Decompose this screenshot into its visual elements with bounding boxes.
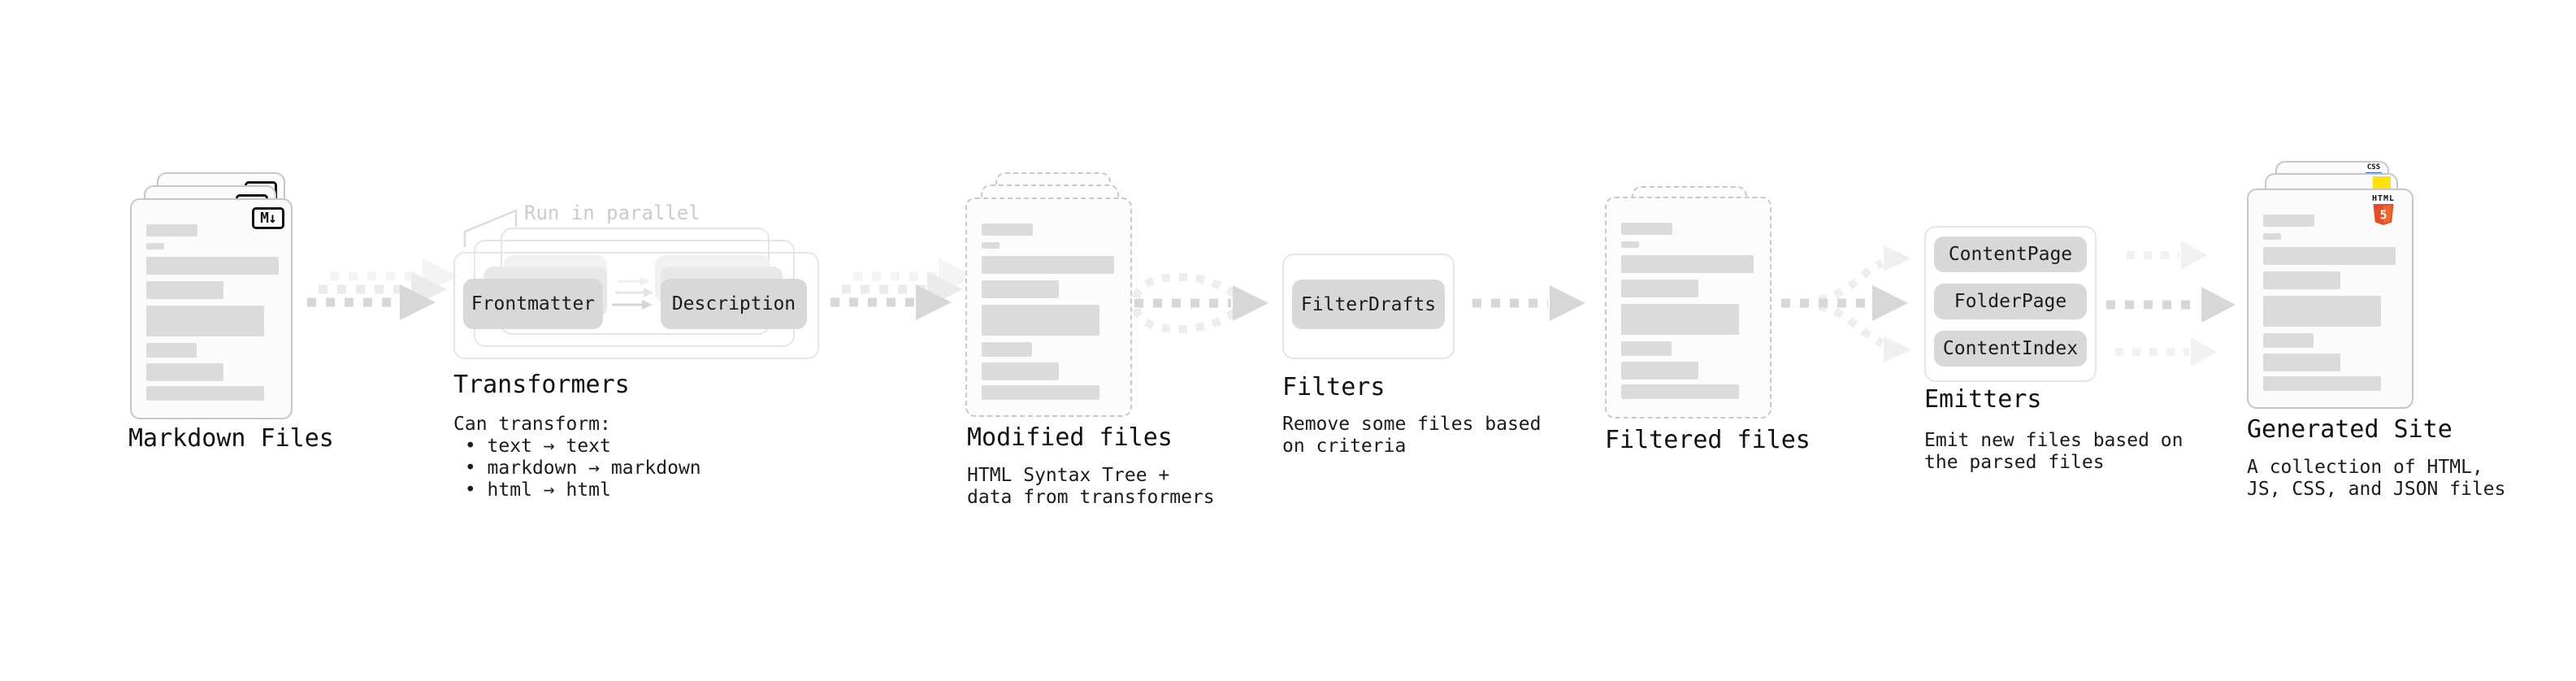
placeholder-bar bbox=[2263, 247, 2396, 265]
transformer-pill-frontmatter: Frontmatter bbox=[463, 279, 603, 329]
placeholder-bar bbox=[982, 362, 1059, 380]
stage-title-filters: Filters bbox=[1282, 373, 1386, 401]
emitters-box bbox=[1924, 226, 2097, 382]
arrow-filtered-to-emitters bbox=[1781, 245, 1911, 362]
placeholder-bar bbox=[2263, 376, 2381, 391]
emitter-pill-contentpage: ContentPage bbox=[1934, 236, 2087, 272]
filter-pill-filterdrafts: FilterDrafts bbox=[1292, 280, 1445, 329]
placeholder-bar bbox=[146, 306, 264, 336]
placeholder-bar bbox=[1621, 255, 1754, 273]
placeholder-bar bbox=[2263, 296, 2381, 327]
placeholder-bar bbox=[146, 281, 223, 299]
placeholder-bar bbox=[982, 242, 1000, 249]
parallel-arrows bbox=[612, 276, 653, 310]
arrow-markdown-to-transformers bbox=[307, 258, 458, 320]
placeholder-bar bbox=[2263, 333, 2314, 348]
placeholder-bar bbox=[982, 385, 1099, 400]
markdown-icon: M↓ bbox=[252, 207, 284, 229]
javascript-icon bbox=[2373, 176, 2391, 191]
placeholder-bar bbox=[982, 305, 1099, 336]
placeholder-bar bbox=[982, 342, 1032, 357]
markdown-file-card-front: M↓ bbox=[130, 198, 293, 419]
arrow-emitters-to-generated bbox=[2106, 241, 2236, 367]
placeholder-bar bbox=[982, 256, 1114, 274]
html5-shield: 5 bbox=[2373, 204, 2394, 225]
run-in-parallel-leader-line bbox=[463, 209, 518, 247]
stage-title-markdown-files: Markdown Files bbox=[128, 424, 334, 453]
placeholder-bar bbox=[1621, 304, 1739, 335]
css-icon-label: CSS bbox=[2366, 163, 2381, 171]
arrow-transformers-to-modified bbox=[830, 258, 974, 320]
stage-desc-emitters: Emit new files based on the parsed files bbox=[1924, 430, 2184, 473]
placeholder-bar bbox=[2263, 215, 2314, 227]
placeholder-bar bbox=[146, 257, 279, 275]
placeholder-bar bbox=[1621, 223, 1672, 235]
placeholder-bar bbox=[1621, 362, 1698, 380]
placeholder-bar bbox=[982, 223, 1033, 236]
modified-file-card-front bbox=[965, 197, 1132, 417]
placeholder-bar bbox=[146, 363, 223, 381]
placeholder-bar bbox=[146, 386, 264, 401]
stage-desc-generated-site: A collection of HTML, JS, CSS, and JSON … bbox=[2247, 457, 2506, 500]
filters-box bbox=[1282, 254, 1455, 359]
html5-icon-number: 5 bbox=[2379, 208, 2387, 223]
placeholder-bar bbox=[2263, 354, 2340, 371]
generated-file-card-html: HTML 5 bbox=[2247, 189, 2413, 409]
stage-desc-filters: Remove some files based on criteria bbox=[1282, 414, 1542, 457]
arrow-filters-to-filtered bbox=[1472, 285, 1585, 321]
filtered-file-card-front bbox=[1605, 197, 1772, 419]
placeholder-bar bbox=[1621, 241, 1639, 248]
html5-icon: HTML 5 bbox=[2365, 194, 2402, 226]
placeholder-bar bbox=[1621, 384, 1739, 399]
placeholder-bar bbox=[1621, 341, 1672, 356]
stage-title-emitters: Emitters bbox=[1924, 385, 2042, 414]
placeholder-bar bbox=[146, 224, 197, 236]
transformer-pill-description: Description bbox=[661, 279, 807, 329]
arrow-modified-to-filters bbox=[1132, 272, 1268, 334]
placeholder-bar bbox=[2263, 233, 2281, 240]
stage-title-filtered-files: Filtered files bbox=[1605, 426, 1811, 454]
stage-title-transformers: Transformers bbox=[453, 371, 630, 399]
emitter-pill-folderpage: FolderPage bbox=[1934, 284, 2087, 319]
stage-desc-modified-files: HTML Syntax Tree + data from transformer… bbox=[967, 465, 1215, 508]
run-in-parallel-annotation: Run in parallel bbox=[524, 202, 700, 224]
placeholder-bar bbox=[982, 280, 1059, 298]
placeholder-bar bbox=[146, 243, 164, 249]
placeholder-bar bbox=[1621, 280, 1698, 297]
placeholder-bar bbox=[2263, 271, 2340, 289]
placeholder-bar bbox=[146, 343, 197, 358]
html5-icon-word: HTML bbox=[2371, 194, 2396, 203]
stage-desc-transformers: Can transform: • text → text • markdown … bbox=[453, 414, 701, 501]
emitter-pill-contentindex: ContentIndex bbox=[1934, 331, 2087, 367]
transformer-box-front bbox=[453, 252, 819, 359]
stage-title-generated-site: Generated Site bbox=[2247, 415, 2452, 444]
stage-title-modified-files: Modified files bbox=[967, 423, 1173, 452]
